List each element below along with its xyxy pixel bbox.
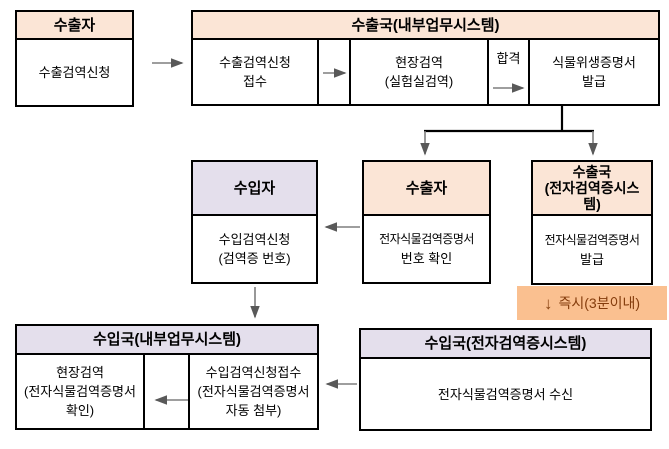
export-country-internal-box: 수출국(내부업무시스템) 수출검역신청 접수 현장검역 (실험실검역) 합격 식… xyxy=(191,10,660,106)
importer-body: 수입검역신청 (검역증 번호) xyxy=(193,216,316,282)
cell-arrow-spacer-2 xyxy=(145,355,190,428)
cell-pass: 합격 xyxy=(489,40,530,104)
import-country-internal-body: 현장검역 (전자식물검역증명서 확인) 수입검역신청접수 (전자식물검역증명서 … xyxy=(17,355,317,428)
import-country-ecert-box: 수입국(전자검역증시스템) 전자식물검역증명서 수신 xyxy=(359,328,652,431)
down-arrow-icon: ↓ xyxy=(543,293,553,313)
exporter-top-header: 수출자 xyxy=(17,12,132,40)
cell-import-application-receive: 수입검역신청접수 (전자식물검역증명서 자동 첨부) xyxy=(197,365,310,418)
cell-field-inspection: 현장검역 (실험실검역) xyxy=(351,40,489,104)
export-country-ecert-box: 수출국 (전자검역증시스템) 전자식물검역증명서 발급 xyxy=(531,160,653,285)
export-country-ecert-body: 전자식물검역증명서 발급 xyxy=(533,216,651,283)
immediate-transfer-tag: ↓ 즉시(3분이내) xyxy=(517,286,667,320)
export-country-internal-body: 수출검역신청 접수 현장검역 (실험실검역) 합격 식물위생증명서 발급 xyxy=(193,40,658,104)
cell-export-application-receive: 수출검역신청 접수 xyxy=(193,40,319,104)
cell-arrow-spacer xyxy=(319,40,351,104)
importer-header: 수입자 xyxy=(193,162,316,216)
import-country-internal-header: 수입국(내부업무시스템) xyxy=(17,326,317,355)
immediate-transfer-label: 즉시(3분이내) xyxy=(558,295,640,311)
exporter-top-box: 수출자 수출검역신청 xyxy=(15,10,134,107)
exporter-mid-body: 전자식물검역증명서 번호 확인 xyxy=(364,216,489,282)
export-country-internal-header: 수출국(내부업무시스템) xyxy=(193,12,658,40)
import-country-ecert-header: 수입국(전자검역증시스템) xyxy=(361,330,650,359)
import-country-ecert-body: 전자식물검역증명서 수신 xyxy=(361,359,650,429)
cell-import-field-inspection: 현장검역 (전자식물검역증명서 확인) xyxy=(17,355,145,428)
cell-issue-phytosanitary-cert: 식물위생증명서 발급 xyxy=(552,55,636,89)
exporter-mid-header: 수출자 xyxy=(364,162,489,216)
export-country-ecert-header: 수출국 (전자검역증시스템) xyxy=(533,162,651,216)
exporter-mid-box: 수출자 전자식물검역증명서 번호 확인 xyxy=(362,160,491,284)
exporter-top-body: 수출검역신청 xyxy=(17,40,132,105)
importer-box: 수입자 수입검역신청 (검역증 번호) xyxy=(191,160,318,284)
import-country-internal-box: 수입국(내부업무시스템) 현장검역 (전자식물검역증명서 확인) 수입검역신청접… xyxy=(15,324,319,430)
